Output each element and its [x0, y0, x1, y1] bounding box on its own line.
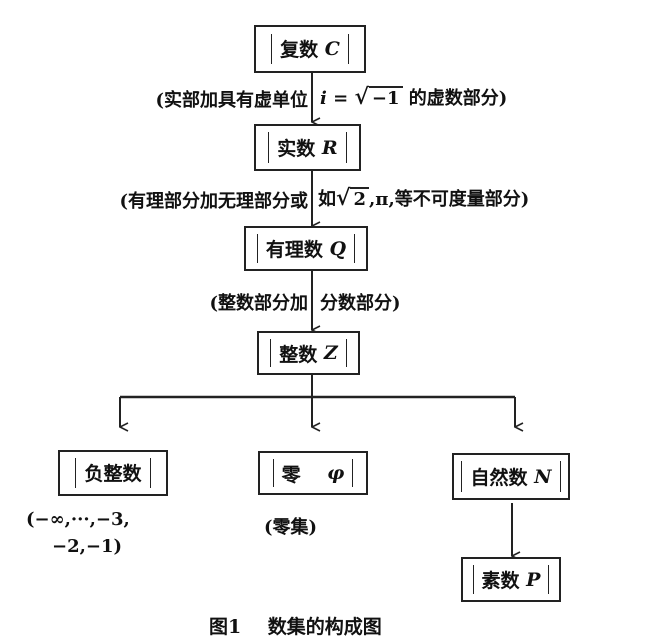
node-real-label: 实数	[277, 138, 316, 160]
node-negative: 负整数	[58, 450, 168, 496]
node-zero-label: 零	[281, 463, 301, 486]
node-integer-symbol: Z	[323, 342, 338, 364]
annotation-real-right: 如√2,π,等不可度量部分)	[318, 185, 530, 211]
annotation-complex-left: (实部加具有虚单位	[155, 90, 308, 111]
node-real: 实数 R	[254, 124, 361, 171]
annotation-real-tail: ,π,等不可度量部分)	[369, 189, 530, 210]
node-integer-label: 整数	[279, 343, 318, 366]
node-integer: 整数 Z	[257, 331, 360, 375]
annotation-rational-left: (整数部分加	[209, 293, 308, 314]
annotation-complex-sqrt: −1	[368, 86, 403, 109]
note-negative-line2: −2,−1)	[52, 536, 122, 557]
annotation-real-sqrt: 2	[350, 187, 369, 210]
figure-caption: 图1 数集的构成图	[209, 612, 382, 639]
annotation-rational-right: 分数部分)	[320, 293, 401, 314]
figure-title: 数集的构成图	[267, 616, 382, 638]
node-real-symbol: R	[321, 136, 338, 159]
annotation-real-left: (有理部分加无理部分或	[119, 191, 308, 212]
node-rational: 有理数 Q	[244, 226, 368, 271]
node-prime-label: 素数	[481, 570, 520, 592]
node-zero: 零 φ	[258, 451, 368, 495]
annotation-complex-eq: i =	[320, 88, 355, 109]
node-complex-symbol: C	[324, 37, 340, 60]
node-natural-symbol: N	[534, 465, 552, 488]
annotation-complex-right: i = √−1 的虚数部分)	[320, 84, 508, 110]
figure-number: 图1	[209, 616, 242, 638]
note-negative-line1: (−∞,···,−3,	[26, 509, 130, 530]
node-complex: 复数 C	[254, 25, 366, 73]
node-rational-label: 有理数	[265, 239, 323, 261]
annotation-real-prefix: 如	[318, 189, 336, 210]
annotation-complex-tail: 的虚数部分)	[402, 88, 508, 109]
node-prime: 素数 P	[461, 557, 561, 602]
node-natural-label: 自然数	[470, 467, 528, 489]
note-zero: (零集)	[264, 517, 318, 538]
node-rational-symbol: Q	[329, 237, 347, 260]
node-zero-symbol: φ	[327, 462, 345, 484]
node-complex-label: 复数	[280, 39, 319, 62]
node-prime-symbol: P	[526, 568, 541, 591]
node-negative-label: 负整数	[84, 463, 142, 486]
node-natural: 自然数 N	[452, 453, 570, 500]
